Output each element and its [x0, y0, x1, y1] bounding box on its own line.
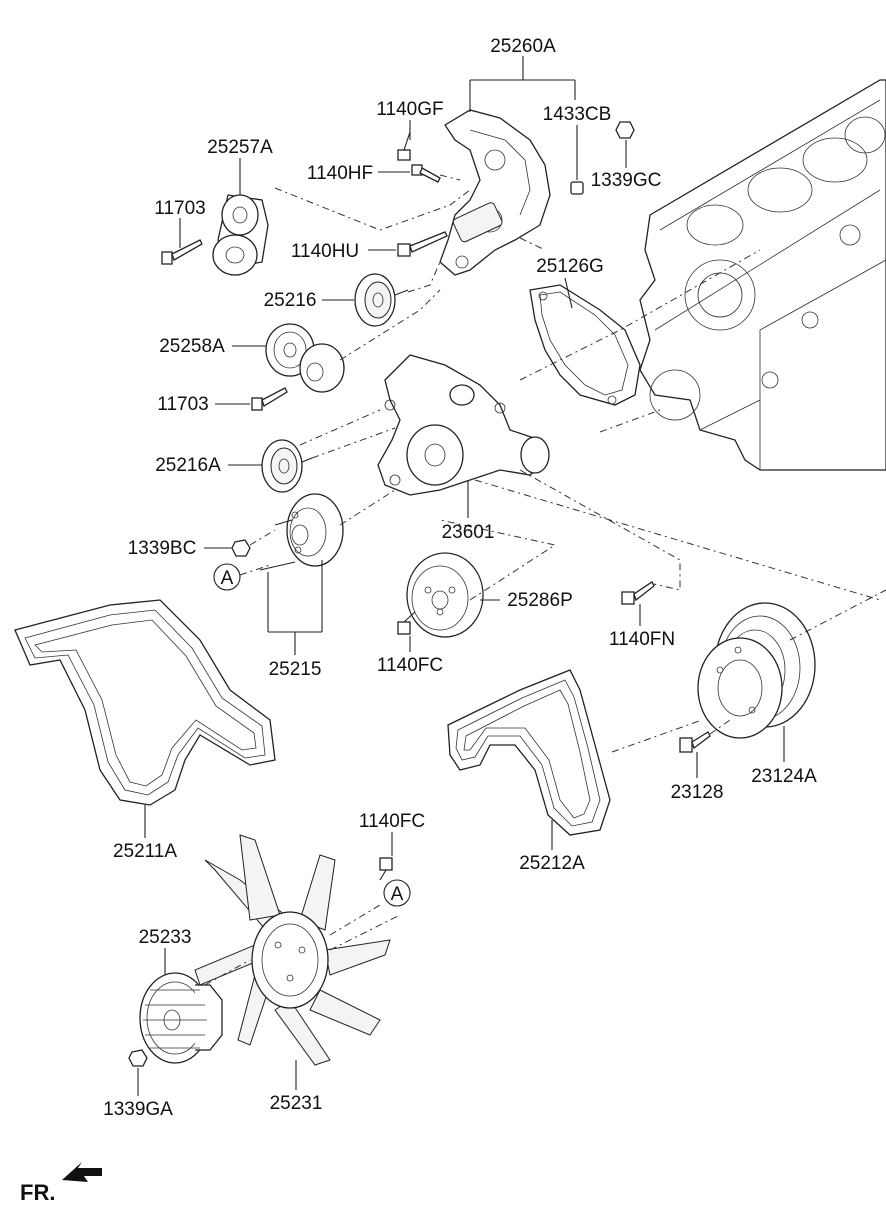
spacer-1433CB — [570, 181, 584, 195]
label-11703-lower: 11703 — [157, 394, 208, 415]
assembly-lines — [204, 174, 886, 986]
belt-25212A — [447, 669, 611, 836]
label-1140HU: 1140HU — [291, 241, 359, 262]
nut-1339GC — [615, 121, 635, 139]
label-1140GF: 1140GF — [376, 99, 443, 120]
nut-1339GA — [128, 1049, 148, 1067]
label-25216: 25216 — [264, 290, 317, 311]
label-25211A: 25211A — [113, 841, 177, 862]
label-25257A: 25257A — [207, 137, 273, 158]
fan-clutch-25233 — [139, 972, 223, 1064]
bolt-1140HF — [411, 164, 441, 183]
front-direction-label: FR. — [20, 1180, 55, 1205]
label-25126G: 25126G — [536, 256, 604, 277]
label-1140HF: 1140HF — [307, 163, 373, 184]
callout-a-circle-lower — [383, 879, 411, 907]
label-callout-a-upper: A — [221, 568, 234, 589]
bracket-25260A — [439, 109, 551, 276]
label-11703-upper: 11703 — [154, 198, 205, 219]
fan-pulley-25215 — [259, 493, 344, 571]
water-pump-23601 — [377, 354, 550, 496]
idler-25216 — [354, 273, 409, 327]
crank-pulley-23124A — [697, 602, 816, 739]
bolt-1140FC-fan — [379, 857, 393, 881]
label-1140FC-pump: 1140FC — [377, 655, 443, 676]
idler-25216A — [261, 439, 313, 493]
label-1339BC: 1339BC — [128, 538, 197, 559]
bolt-11703-upper — [161, 239, 203, 265]
label-25258A: 25258A — [159, 336, 225, 357]
fan-25231 — [194, 834, 391, 1066]
label-25216A: 25216A — [155, 455, 221, 476]
label-callout-a-lower: A — [391, 884, 404, 905]
tensioner-25257A — [212, 194, 269, 276]
label-25260A: 25260A — [490, 36, 556, 57]
label-25212A: 25212A — [519, 853, 585, 874]
belt-25211A — [14, 599, 276, 806]
label-1433CB: 1433CB — [543, 104, 612, 125]
pulley-25258A — [265, 323, 345, 393]
front-arrow-icon — [62, 1162, 102, 1182]
pulley-25286P — [406, 552, 484, 638]
label-25231: 25231 — [270, 1093, 323, 1114]
bolt-11703-lower — [251, 387, 288, 411]
callout-a-circle-upper — [213, 563, 241, 591]
bolt-1140FN — [621, 581, 655, 605]
label-1339GC: 1339GC — [591, 170, 662, 191]
label-1140FC-fan: 1140FC — [359, 811, 425, 832]
bolt-1140HU — [397, 231, 448, 257]
label-1339GA: 1339GA — [103, 1099, 173, 1120]
nut-1339BC — [231, 539, 251, 557]
label-1140FN: 1140FN — [609, 629, 675, 650]
part-labels: 25260A 1140GF 1433CB 25257A 1140HF 1339G… — [20, 36, 817, 1205]
bolt-1140FC-pump — [397, 611, 416, 635]
leader-lines — [137, 56, 785, 1096]
label-25215: 25215 — [269, 659, 322, 680]
gasket-25126G — [529, 284, 641, 406]
bolt-23128 — [679, 731, 711, 753]
label-23601: 23601 — [442, 522, 495, 543]
label-23128: 23128 — [671, 782, 724, 803]
engine-block — [639, 79, 886, 471]
bolt-1140GF — [397, 131, 411, 161]
label-25233: 25233 — [139, 927, 192, 948]
label-25286P: 25286P — [507, 590, 573, 611]
label-23124A: 23124A — [751, 766, 817, 787]
